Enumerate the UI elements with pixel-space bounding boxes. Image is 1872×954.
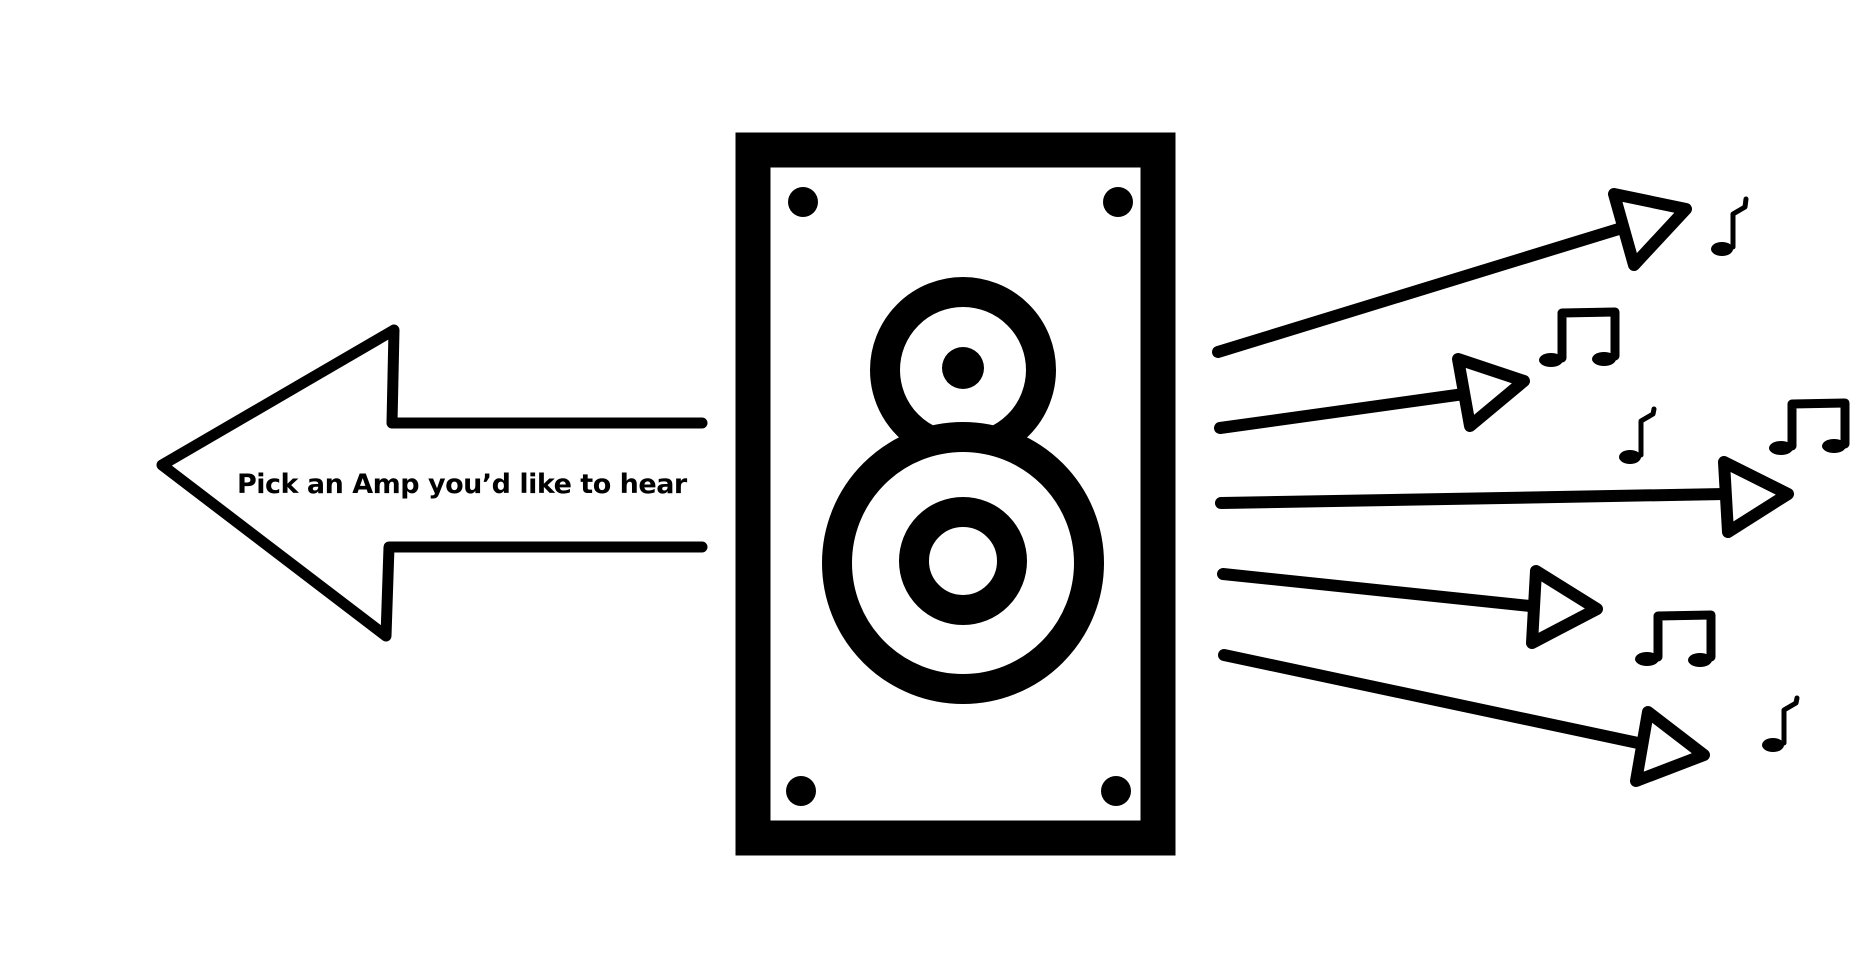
screw-bottom-left [786,776,816,806]
music-note-icon [1539,307,1620,367]
screw-top-left [788,187,818,217]
tweeter-center [942,347,984,389]
woofer-cone [899,497,1027,625]
speaker-icon [735,132,1176,856]
sound-arrow-icon [1215,456,1794,538]
screw-top-right [1103,187,1133,217]
sound-arrow-icon [1212,188,1692,358]
sound-arrow-icon [1217,565,1603,649]
pick-amp-label: Pick an Amp you’d like to hear [237,469,688,500]
speaker-cabinet [735,132,1176,856]
music-note-icon [1711,196,1749,256]
left-arrow-icon [156,324,708,642]
music-notes [1539,196,1850,752]
sound-arrow-icon [1218,649,1710,787]
music-note-icon [1769,398,1850,455]
music-note-icon [1762,695,1800,752]
music-note-icon [1635,610,1716,667]
sound-arrows [1212,188,1794,787]
pick-amp-arrow[interactable]: Pick an Amp you’d like to hear [156,324,708,642]
screw-bottom-right [1101,776,1131,806]
music-note-icon [1619,406,1657,464]
sound-arrow-icon [1214,353,1530,434]
